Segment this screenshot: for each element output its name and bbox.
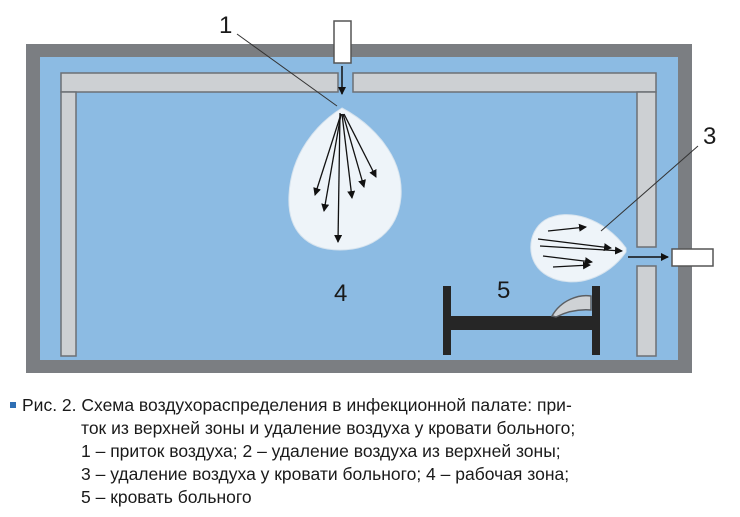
caption-line-3: 1 – приток воздуха; 2 – удаление воздуха… [81, 441, 561, 461]
exhaust-jet-arrows [537, 223, 623, 270]
caption-line-5: 5 – кровать больного [81, 487, 252, 507]
label-3: 3 [703, 123, 716, 150]
supply-duct [333, 20, 352, 64]
wall-panel-left [60, 91, 77, 357]
label-4: 4 [334, 280, 347, 307]
ceiling-panel-right [352, 72, 657, 93]
bed [443, 286, 600, 355]
leader-line-1 [236, 33, 338, 107]
caption-bullet [10, 402, 16, 408]
ceiling-panel-left [60, 72, 339, 93]
supply-jet-arrows [313, 112, 377, 243]
bed-headboard [443, 286, 451, 355]
supply-jet [288, 107, 402, 251]
bed-footboard [592, 286, 600, 355]
wall-panel-right-upper [636, 91, 657, 248]
ward-airflow-diagram: 1 3 4 5 [26, 12, 716, 373]
caption-line-2: ток из верхней зоны и удаление воздуха у… [81, 418, 576, 438]
caption-text-1: Рис. 2. Схема воздухораспределения в инф… [22, 395, 572, 415]
figure-caption: Рис. 2. Схема воздухораспределения в инф… [10, 394, 730, 509]
leader-line-3 [600, 145, 699, 232]
bed-frame [451, 316, 592, 330]
label-1: 1 [219, 12, 232, 39]
caption-line-1: Рис. 2. Схема воздухораспределения в инф… [10, 394, 730, 417]
bed-pillow [550, 294, 592, 318]
wall-panel-right-lower [636, 265, 657, 357]
label-5: 5 [497, 277, 510, 304]
caption-line-4: 3 – удаление воздуха у кровати больного;… [81, 464, 570, 484]
exhaust-duct [671, 248, 714, 267]
